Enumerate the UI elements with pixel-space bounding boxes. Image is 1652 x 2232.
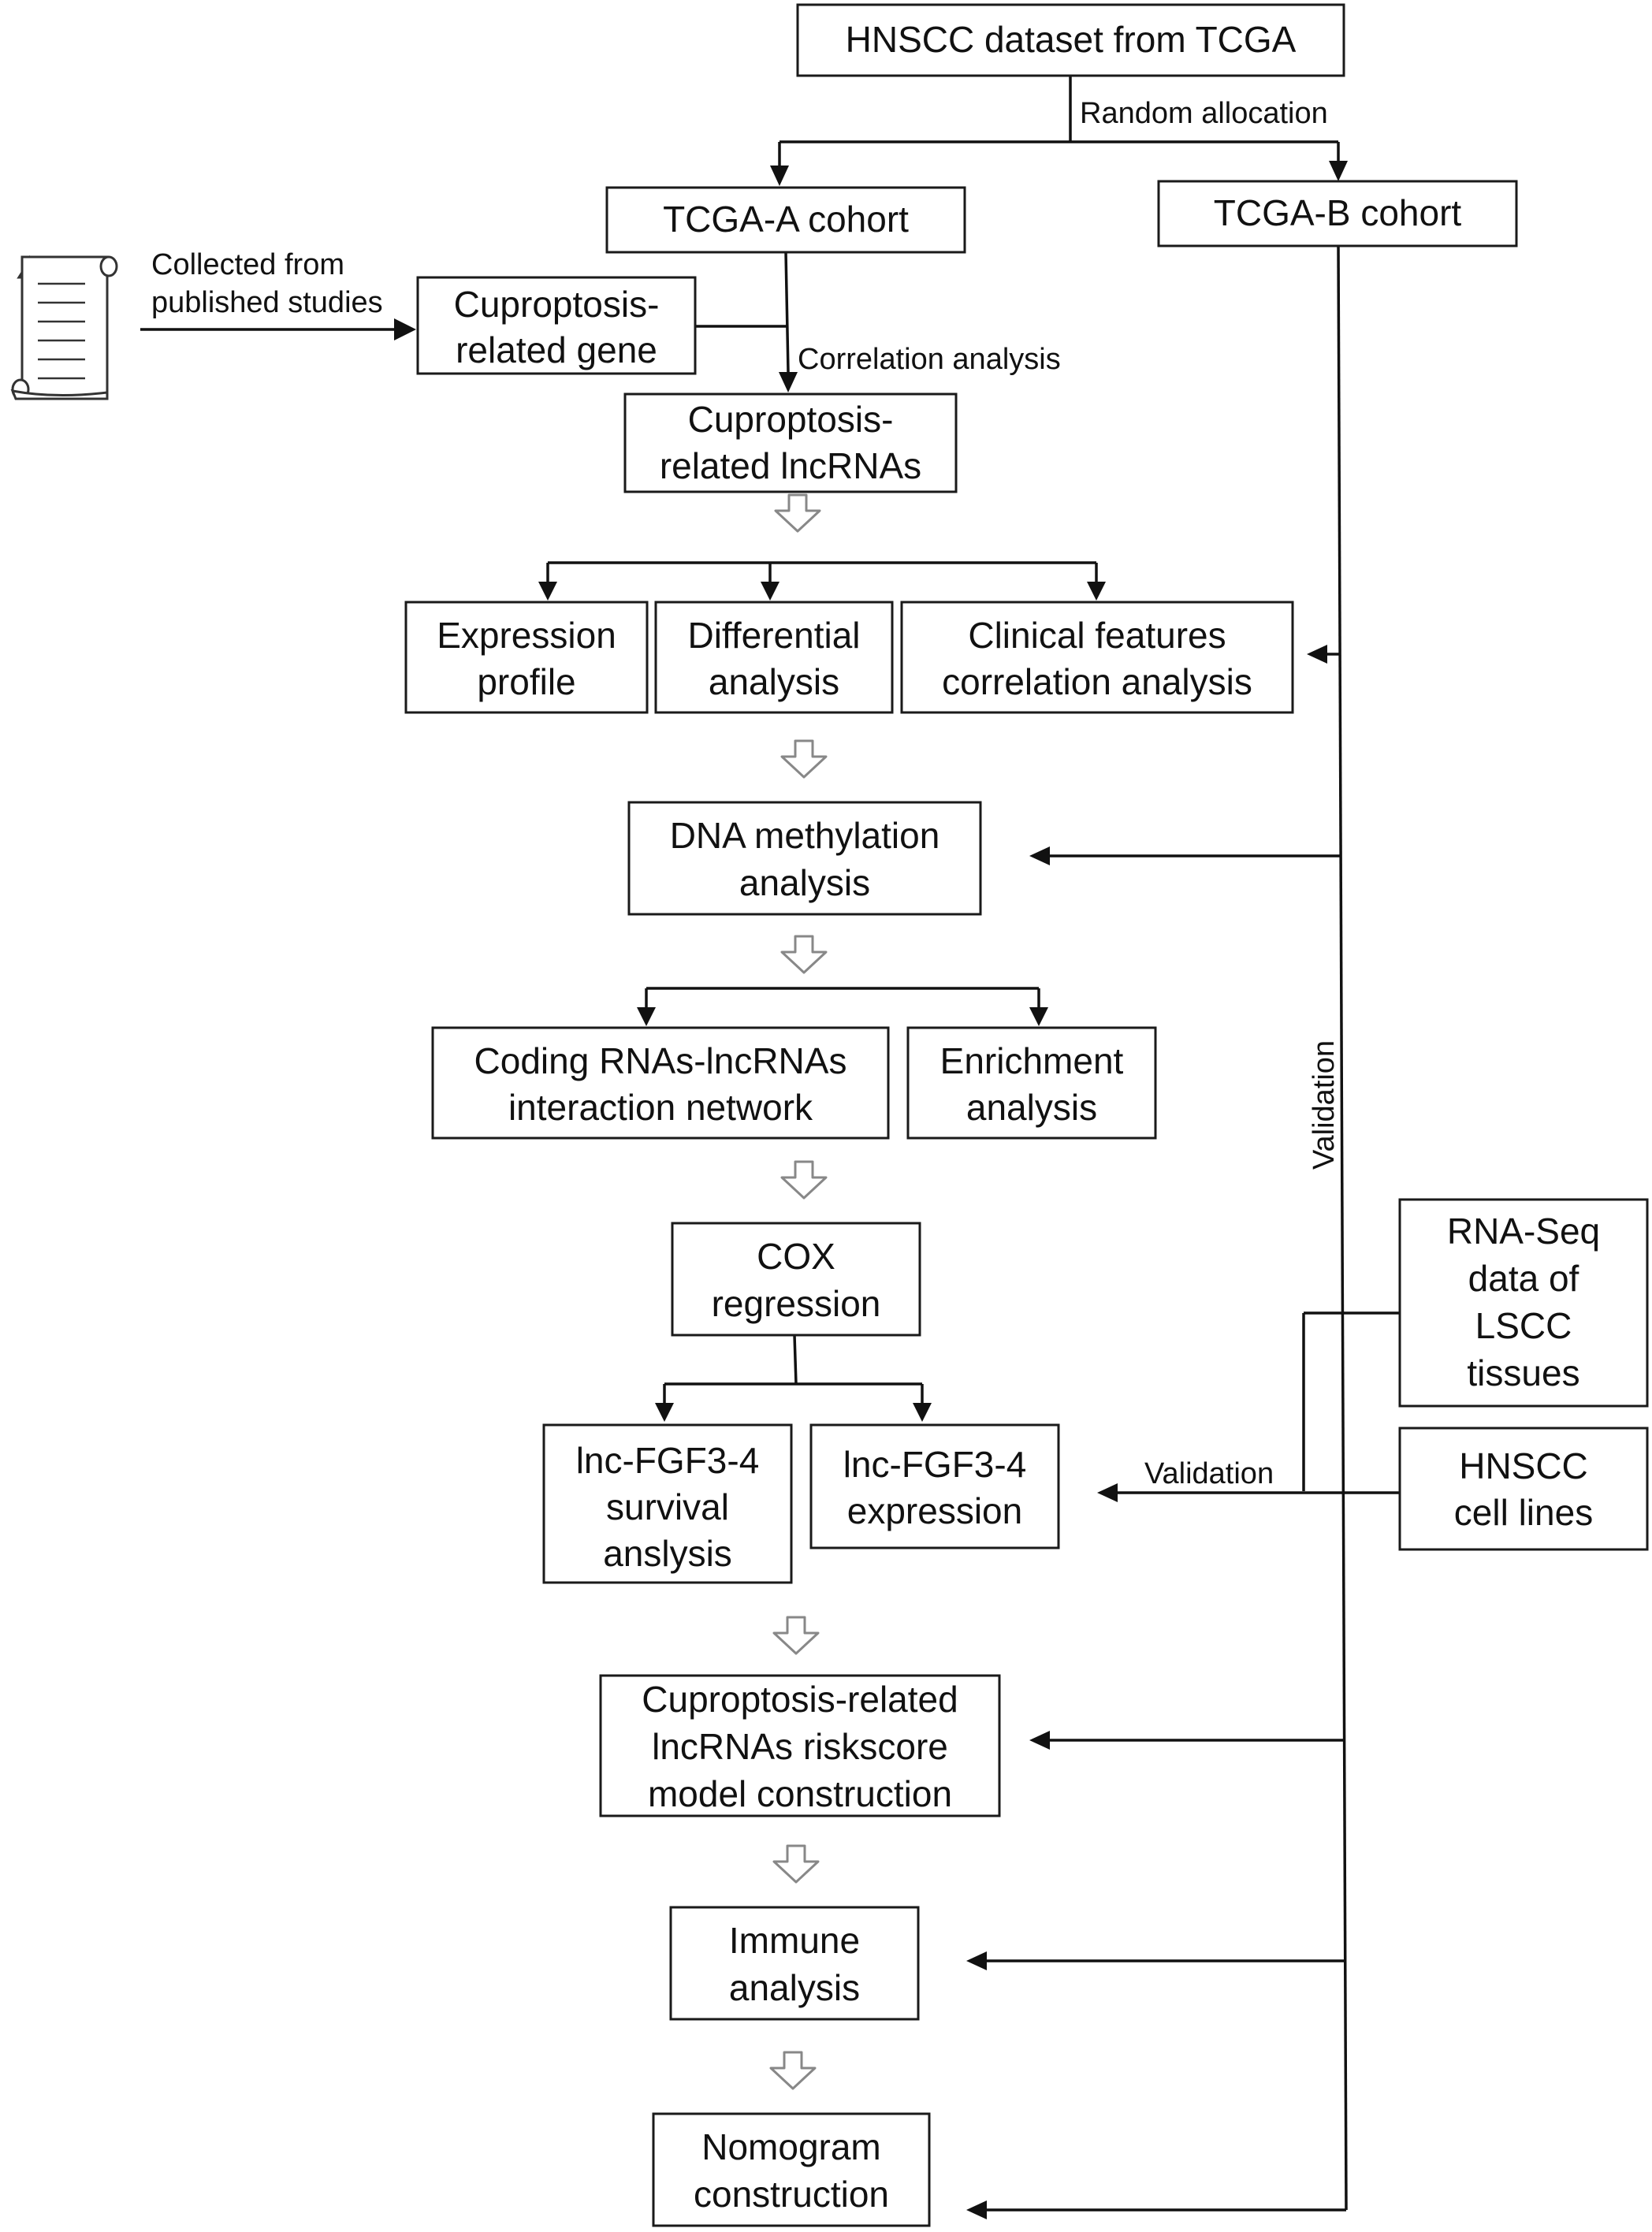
box-text: correlation analysis [942,661,1252,702]
arrowheads [394,161,1348,2219]
box-text: lncRNAs riskscore [652,1726,948,1767]
scroll-document-icon [10,255,118,400]
riskscore-box: Cuproptosis-related lncRNAs riskscore mo… [599,1674,1001,1817]
cox-regression-box: COX regression [671,1222,921,1337]
hnscc-tcga-box: HNSCC dataset from TCGA [796,3,1345,77]
box-text: expression [847,1490,1022,1531]
fgf-expression-box: lnc-FGF3-4 expression [809,1423,1060,1549]
collected-label-line1: Collected from [151,248,344,281]
box-text: lnc-FGF3-4 [576,1440,760,1481]
tcga-a-cohort-box: TCGA-A cohort [605,186,966,254]
box-text: HNSCC [1459,1445,1588,1486]
validation-horizontal-label: Validation [1144,1457,1274,1490]
box-text: related lncRNAs [660,445,921,486]
box-text: regression [712,1283,881,1324]
hollow-down-arrow-icon [774,493,821,533]
box-text: DNA methylation [670,815,940,856]
box-text: survival [606,1486,729,1527]
survival-analysis-box: lnc-FGF3-4 survival anslysis [542,1423,793,1584]
random-allocation-label: Random allocation [1080,97,1328,130]
cuproptosis-gene-box: Cuproptosis- related gene [416,276,697,375]
box-text: model construction [648,1773,952,1814]
box-text: data of [1468,1258,1579,1299]
box-text: Clinical features [968,615,1226,656]
box-text: Immune [729,1920,860,1961]
cell-lines-box: HNSCC cell lines [1398,1427,1649,1551]
box-text: analysis [709,661,839,702]
hollow-down-arrow-icon [780,1160,828,1200]
hollow-down-arrow-icon [769,2051,817,2090]
box-text: Enrichment [940,1040,1124,1081]
cuproptosis-lncrnas-box: Cuproptosis- related lncRNAs [623,392,958,493]
collected-label-line2: published studies [151,286,383,319]
hollow-down-arrow-icon [780,935,828,974]
box-text: analysis [729,1967,860,2008]
box-text: RNA-Seq [1447,1211,1600,1252]
box-text: HNSCC dataset from TCGA [846,19,1297,60]
enrichment-box: Enrichment analysis [906,1026,1157,1140]
validation-vertical-label: Validation [1308,1040,1341,1170]
dna-methylation-box: DNA methylation analysis [627,801,982,916]
clinical-features-box: Clinical features correlation analysis [900,601,1294,714]
correlation-label: Correlation analysis [798,343,1061,376]
box-text: Cuproptosis- [688,399,894,440]
nomogram-box: Nomogram construction [652,2112,931,2227]
box-text: TCGA-B cohort [1214,192,1462,233]
box-text: anslysis [603,1533,732,1574]
box-text: Coding RNAs-lncRNAs [474,1040,847,1081]
box-text: related gene [456,329,657,370]
expression-profile-box: Expression profile [404,601,649,714]
box-text: TCGA-A cohort [663,199,909,240]
box-text: Nomogram [701,2126,881,2167]
connectors [140,76,1400,2212]
box-text: interaction network [508,1087,813,1128]
differential-analysis-box: Differential analysis [654,601,894,714]
box-text: analysis [739,862,870,903]
immune-analysis-box: Immune analysis [669,1906,920,2021]
hollow-down-arrow-icon [772,1844,820,1884]
box-text: profile [477,661,575,702]
box-text: construction [694,2174,889,2215]
box-text: tissues [1467,1352,1579,1393]
box-text: lnc-FGF3-4 [843,1444,1027,1485]
rnaseq-box: RNA-Seq data of LSCC tissues [1398,1198,1649,1408]
box-text: Expression [437,615,616,656]
box-text: COX [757,1236,835,1277]
box-text: Cuproptosis-related [642,1679,958,1720]
box-text: LSCC [1475,1305,1572,1346]
coding-network-box: Coding RNAs-lncRNAs interaction network [431,1026,890,1140]
step-arrows [769,493,828,2090]
box-text: analysis [966,1087,1097,1128]
box-text: cell lines [1454,1492,1593,1533]
hollow-down-arrow-icon [772,1616,820,1655]
box-text: Differential [687,615,860,656]
box-text: Cuproptosis- [454,284,660,325]
hollow-down-arrow-icon [780,739,828,779]
tcga-b-cohort-box: TCGA-B cohort [1157,180,1518,247]
